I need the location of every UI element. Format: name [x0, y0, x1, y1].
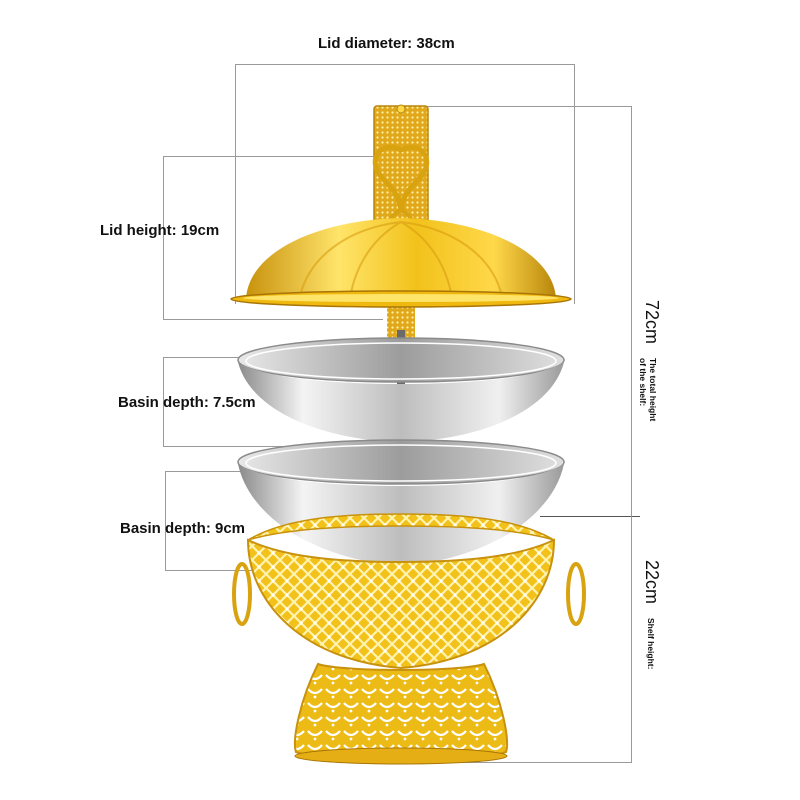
gold-lid — [230, 218, 572, 308]
right-ring-handle-icon — [566, 562, 586, 626]
lid-height-label: Lid height: 19cm — [100, 222, 220, 239]
lid-diameter-label: Lid diameter: 38cm — [318, 35, 455, 52]
shelf-top-tick — [540, 516, 640, 517]
basin-depth-top-label: Basin depth: 7.5cm — [118, 394, 256, 411]
shelf-bottom-tick — [400, 762, 632, 763]
bottom-steel-basin — [237, 439, 565, 566]
total-height-line — [631, 106, 632, 516]
lid-height-bracket — [163, 156, 383, 320]
shelf-height-line — [631, 516, 632, 762]
gold-lattice-stand — [232, 513, 586, 765]
lid-diameter-bracket — [235, 64, 575, 304]
left-ring-handle-icon — [232, 562, 252, 626]
top-steel-basin — [237, 337, 565, 442]
basin-depth-bottom-label: Basin depth: 9cm — [120, 520, 246, 537]
total-height-top-tick — [420, 106, 632, 107]
